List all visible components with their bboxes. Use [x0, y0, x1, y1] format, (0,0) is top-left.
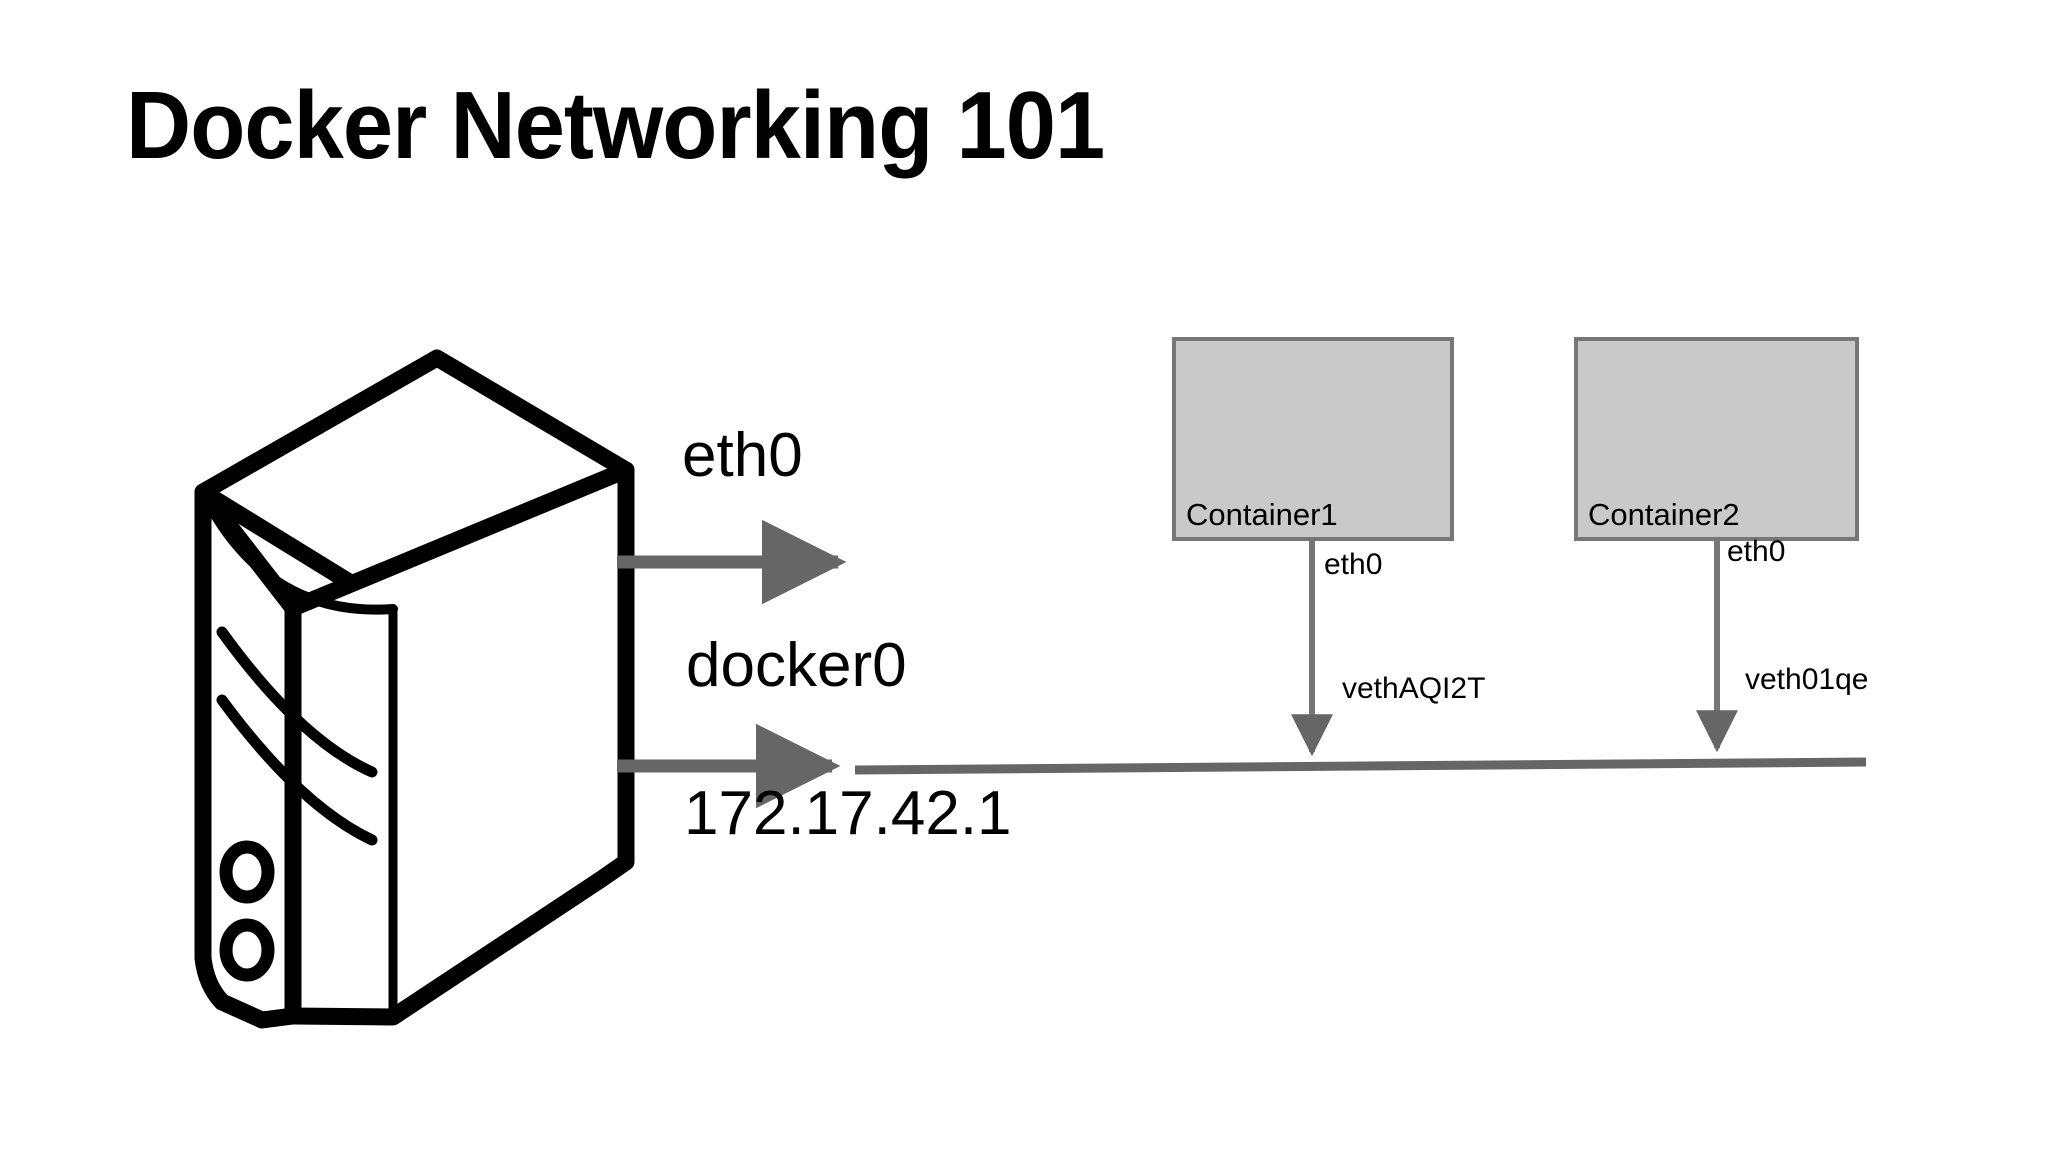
container1-eth0-label: eth0	[1324, 548, 1383, 581]
container-box-container2[interactable]: Container2	[1574, 337, 1859, 541]
container1-label: Container1	[1186, 497, 1338, 532]
docker0-bridge-line	[854, 757, 1867, 775]
container1-veth-label: vethAQI2T	[1342, 672, 1486, 705]
host-docker0-label: docker0	[686, 631, 907, 700]
container-box-container1[interactable]: Container1	[1172, 337, 1454, 541]
container2-veth-label: veth01qe	[1745, 663, 1869, 696]
page-title: Docker Networking 101	[126, 72, 1105, 179]
container2-label: Container2	[1588, 497, 1740, 532]
container2-eth0-label: eth0	[1727, 535, 1786, 568]
host-docker0-ip-label: 172.17.42.1	[684, 779, 1012, 848]
host-eth0-label: eth0	[682, 421, 803, 490]
